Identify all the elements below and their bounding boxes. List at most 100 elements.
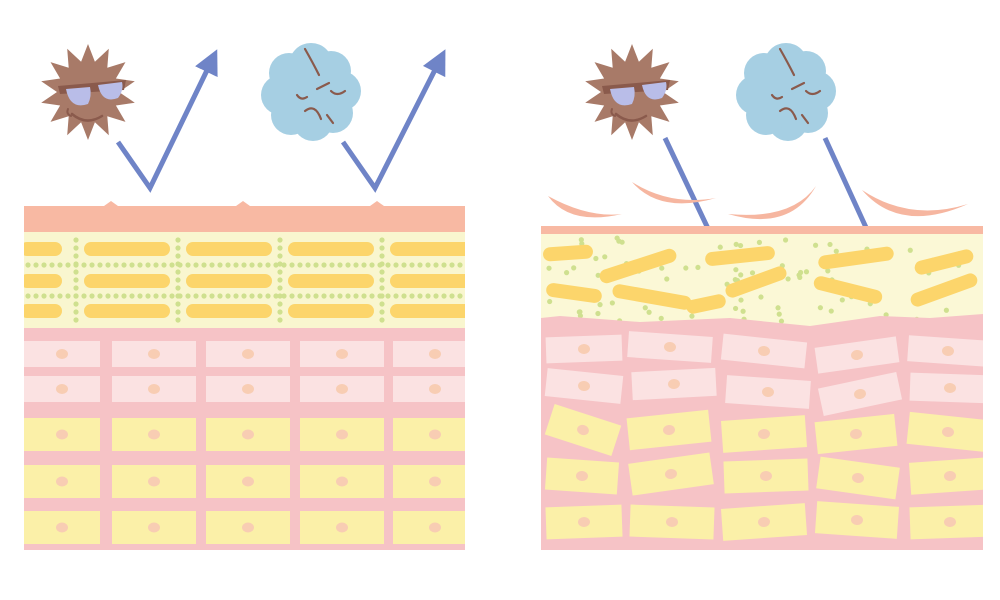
lipid-dot (433, 262, 439, 268)
lipid-dot (277, 237, 283, 243)
lipid-dot (217, 293, 223, 299)
lipid-bar (599, 248, 677, 284)
lipid-dot (33, 293, 39, 299)
lipid-dot (73, 261, 79, 267)
cloud-eye-right (804, 89, 822, 96)
skin-cell (544, 403, 622, 457)
cell-nucleus (666, 516, 678, 528)
lipid-dot (105, 262, 111, 268)
lipid-dot (379, 261, 385, 267)
lipid-dot (417, 262, 423, 268)
lipid-dot (571, 265, 577, 271)
lipid-dot (81, 262, 87, 268)
lipid-dot (379, 237, 385, 243)
cloud-eye-right (329, 89, 347, 96)
cell-nucleus (668, 378, 680, 390)
lipid-bar (288, 242, 374, 256)
lipid-dot (137, 262, 143, 268)
lipid-dot (305, 262, 311, 268)
lipid-dot (97, 293, 103, 299)
lipid-dot (379, 301, 385, 307)
lipid-dot (73, 277, 79, 283)
lipid-dot (49, 293, 55, 299)
lipid-dot (73, 309, 79, 315)
skin-cell (720, 333, 808, 369)
lipid-bar (612, 284, 692, 310)
cell-nucleus (854, 388, 866, 400)
lipid-dot (337, 262, 343, 268)
lipid-dot (97, 262, 103, 268)
cell-nucleus (148, 429, 160, 440)
lipid-bar (390, 274, 465, 288)
cell-nucleus (429, 429, 441, 440)
cell-nucleus (663, 424, 675, 436)
skin-cell (723, 458, 809, 494)
lipid-dot (695, 264, 701, 271)
lipid-bar (186, 304, 272, 318)
lipid-dot (277, 277, 283, 283)
lipid-dot (609, 300, 615, 306)
lipid-dot (449, 293, 455, 299)
lipid-dot (81, 293, 87, 299)
cell-nucleus (944, 470, 956, 482)
skin-cell (206, 418, 290, 451)
cell-nucleus (578, 380, 590, 392)
cell-nucleus (942, 345, 954, 357)
lipid-dot (145, 293, 151, 299)
lipid-dot (379, 293, 385, 299)
lipid-dot (113, 293, 119, 299)
lipid-dot (361, 262, 367, 268)
skin-cell (545, 334, 623, 364)
skin-cell (24, 341, 100, 367)
lipid-dot (825, 268, 831, 274)
skin-cell (112, 511, 196, 544)
cell-nucleus (429, 349, 441, 359)
lipid-dot (265, 262, 271, 268)
lipid-dot (425, 293, 431, 299)
lipid-dot (833, 248, 839, 254)
particle-mouth (70, 112, 104, 122)
lipid-dot (161, 293, 167, 299)
lipid-dot (732, 277, 738, 283)
lipid-dot (578, 237, 584, 243)
lipid-dot (201, 262, 207, 268)
lipid-dot (738, 272, 744, 278)
lipid-dot (129, 293, 135, 299)
lipid-dot (646, 309, 652, 315)
lipid-dot (289, 293, 295, 299)
skin-cell (628, 452, 714, 496)
skin-cell (300, 465, 384, 498)
stratum-corneum (24, 201, 465, 232)
lipid-dot (225, 293, 231, 299)
lipid-dot (776, 311, 782, 317)
skin-cell (206, 511, 290, 544)
lipid-dot (839, 297, 845, 303)
lipid-bar (288, 304, 374, 318)
lipid-dot (25, 293, 31, 299)
lipid-dot (737, 242, 744, 249)
skin-cell (814, 336, 900, 374)
particle-eye-left (66, 87, 91, 106)
lipid-dot (277, 293, 283, 299)
lipid-dot (664, 276, 670, 282)
cloud-particle-icon (261, 43, 361, 141)
lipid-dot (185, 262, 191, 268)
lipid-dot (785, 276, 791, 282)
cell-nucleus (242, 349, 254, 359)
lipid-dot (782, 237, 789, 243)
lipid-dot (576, 309, 582, 315)
lipid-dot (313, 262, 319, 268)
cell-nucleus (851, 514, 863, 526)
cloud-eye-left (295, 93, 309, 100)
lipid-dot (281, 262, 287, 268)
lipid-dot (249, 293, 255, 299)
lipid-dot (329, 262, 335, 268)
lipid-dot (658, 315, 664, 321)
particle-cheek (610, 108, 616, 117)
cell-nucleus (760, 470, 772, 482)
lipid-dot (289, 262, 295, 268)
lipid-dot (642, 305, 648, 311)
lipid-dot (105, 293, 111, 299)
skin-cell (300, 511, 384, 544)
